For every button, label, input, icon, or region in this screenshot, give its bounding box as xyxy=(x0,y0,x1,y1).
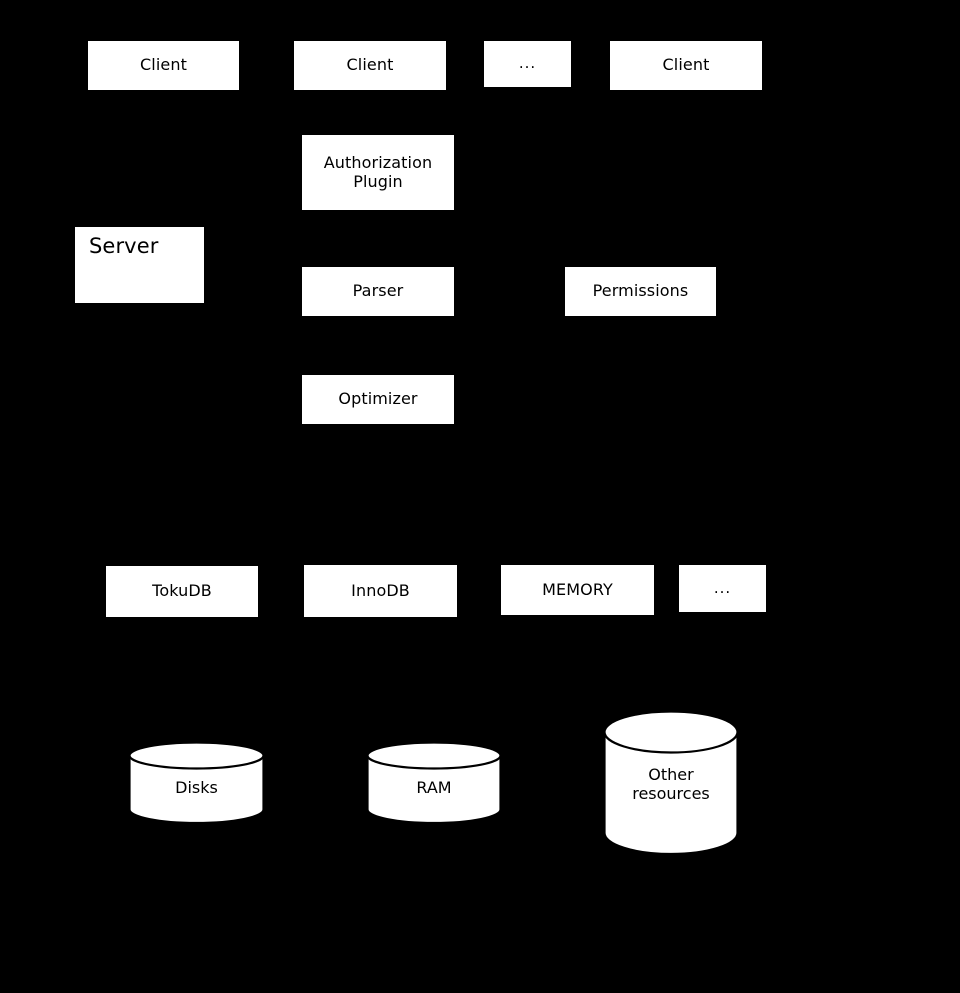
node-server-group[interactable]: Server xyxy=(75,227,204,303)
cylinder-disks[interactable]: Disks xyxy=(128,741,265,825)
cylinder-shape-icon xyxy=(366,741,502,825)
cylinder-shape-icon xyxy=(603,710,739,856)
node-parser[interactable]: Parser xyxy=(302,267,454,316)
node-permissions[interactable]: Permissions xyxy=(565,267,716,316)
node-storage-engine-tokudb[interactable]: TokuDB xyxy=(106,566,258,617)
node-client-3[interactable]: Client xyxy=(610,41,762,90)
node-client-ellipsis[interactable]: ... xyxy=(484,41,571,87)
cylinder-other-resources[interactable]: Other resources xyxy=(603,710,739,856)
node-client-1[interactable]: Client xyxy=(88,41,239,90)
cylinder-shape-icon xyxy=(128,741,265,825)
cylinder-other-resources-label: Other resources xyxy=(632,765,710,803)
node-authorization-plugin[interactable]: Authorization Plugin xyxy=(302,135,454,210)
cylinder-ram-label: RAM xyxy=(416,778,452,797)
cylinder-ram[interactable]: RAM xyxy=(366,741,502,825)
node-client-2[interactable]: Client xyxy=(294,41,446,90)
node-storage-engine-ellipsis[interactable]: ... xyxy=(679,565,766,612)
node-optimizer[interactable]: Optimizer xyxy=(302,375,454,424)
cylinder-disks-label: Disks xyxy=(175,778,218,797)
node-storage-engine-innodb[interactable]: InnoDB xyxy=(304,565,457,617)
node-storage-engine-memory[interactable]: MEMORY xyxy=(501,565,654,615)
